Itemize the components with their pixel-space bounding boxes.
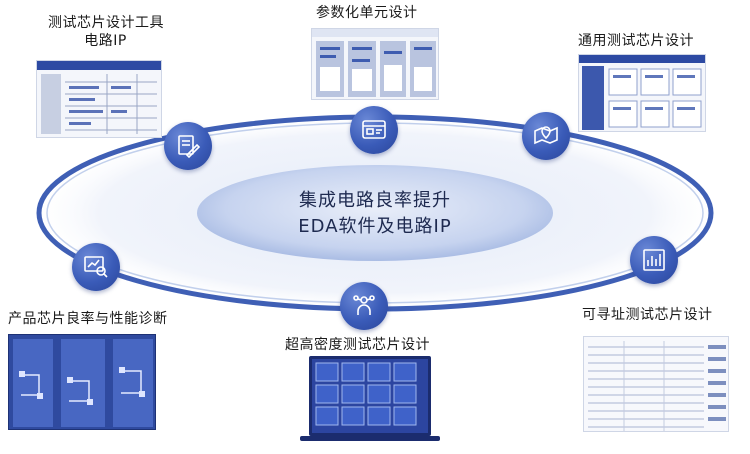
screenshot-yield-diagnosis	[8, 334, 156, 430]
design-tool-icon[interactable]	[164, 122, 212, 170]
map-pin-icon[interactable]	[522, 112, 570, 160]
screenshot-addressable-test-chip	[583, 336, 729, 432]
laptop-base	[300, 436, 440, 441]
module-label-test-chip-tool: 测试芯片设计工具 电路IP	[48, 15, 164, 49]
screenshot-parametric-cell	[311, 28, 439, 100]
center-title: 集成电路良率提升	[299, 190, 451, 211]
screenshot-test-chip-tool	[36, 60, 162, 138]
screenshot-ultra-dense-test-chip	[309, 356, 431, 436]
center-subtitle: EDA软件及电路IP	[298, 216, 452, 237]
screenshot-general-test-chip	[578, 54, 706, 132]
chart-report-icon[interactable]	[630, 236, 678, 284]
center-ellipse	[197, 165, 553, 261]
module-label-yield-diagnosis: 产品芯片良率与性能诊断	[8, 311, 168, 327]
module-label-parametric-cell: 参数化单元设计	[316, 5, 418, 21]
network-person-icon[interactable]	[340, 282, 388, 330]
module-label-ultra-dense-test-chip: 超高密度测试芯片设计	[285, 337, 430, 353]
analysis-magnifier-icon[interactable]	[72, 243, 120, 291]
module-label-addressable-test-chip: 可寻址测试芯片设计	[582, 307, 713, 323]
browser-window-icon[interactable]	[350, 106, 398, 154]
module-label-general-test-chip: 通用测试芯片设计	[578, 33, 694, 49]
